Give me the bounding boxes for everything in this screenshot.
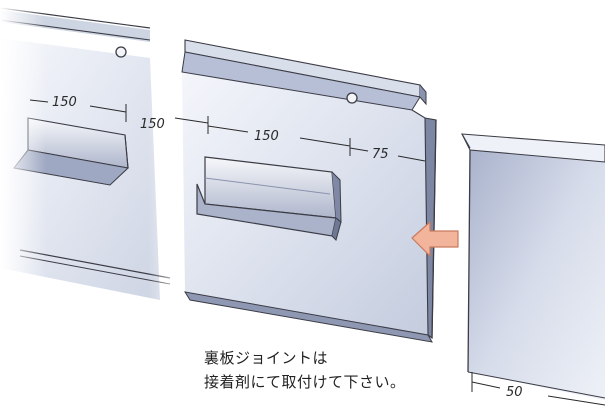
dimension-labels: 150 150 150 75 50: [52, 95, 523, 400]
dim-rail-length: 150: [254, 129, 279, 144]
left-panel: [0, 0, 185, 320]
main-panel-hole: [346, 92, 358, 104]
note-line-2: 接着剤にて取付けて下さい。: [204, 373, 406, 391]
joint-panel: [461, 133, 605, 400]
note-line-1: 裏板ジョイントは: [204, 349, 329, 367]
main-panel: [181, 39, 437, 343]
dimension-lines: [29, 99, 605, 406]
assembly-note: 裏板ジョイントは 接着剤にて取付けて下さい。: [204, 346, 406, 394]
dim-between-panels: 150: [140, 117, 165, 132]
arrow-left-icon: [411, 221, 459, 257]
dim-joint-width: 50: [506, 385, 523, 400]
dim-edge-offset: 75: [372, 147, 389, 162]
dim-left-span: 150: [52, 95, 77, 110]
